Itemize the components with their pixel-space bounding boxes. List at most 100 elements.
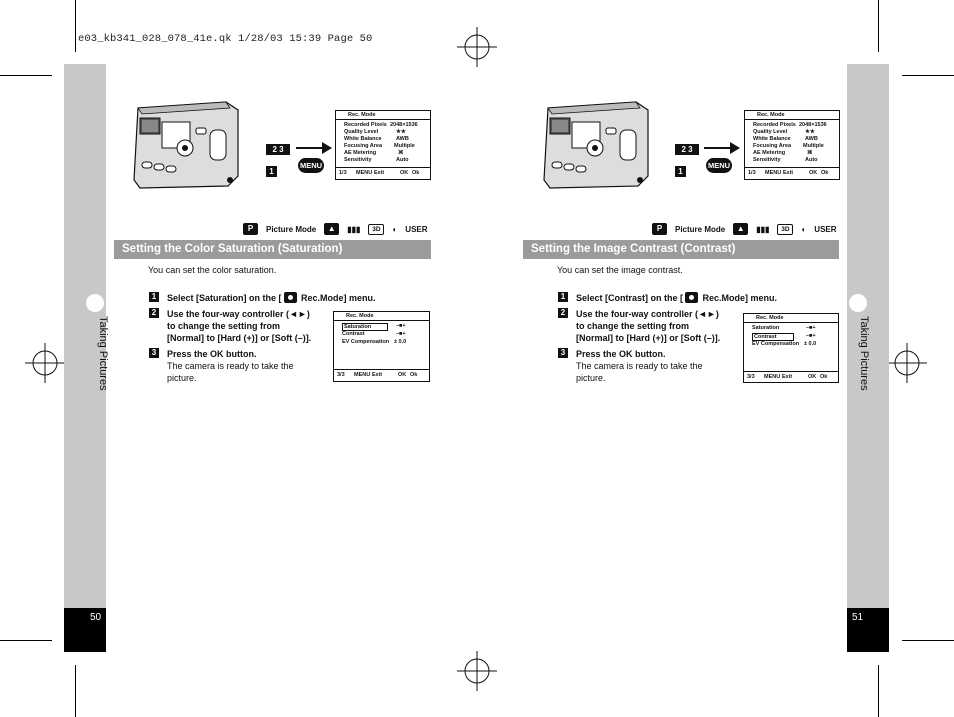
intro-text: You can set the color saturation. xyxy=(148,265,277,275)
step-number: 2 xyxy=(558,308,568,318)
lcd-row-value: ± 0.0 xyxy=(804,341,817,347)
lcd-page: 3/3 xyxy=(337,372,345,378)
lcd-exit: Exit xyxy=(783,170,794,176)
menu-button-icon: MENU xyxy=(298,158,324,173)
section-title: Setting the Color Saturation (Saturation… xyxy=(114,240,431,259)
lcd-row-label: Contrast xyxy=(342,331,365,337)
lcd-ok: Ok xyxy=(412,170,420,176)
page-number-block xyxy=(847,608,889,652)
lcd-divider xyxy=(745,119,839,120)
lcd-exit: Exit xyxy=(372,372,383,378)
lcd-row-label: Quality Level xyxy=(753,129,788,135)
program-mode-icon: P xyxy=(243,223,258,235)
lcd-row-label: Sensitivity xyxy=(753,157,781,163)
lcd-row-label: Saturation xyxy=(752,325,780,331)
movie-mode-icon: ▮▮▮ xyxy=(756,224,770,234)
lcd-row-label: EV Compensation xyxy=(342,339,390,345)
lcd-divider xyxy=(334,320,429,321)
3d-mode-icon: 3D xyxy=(777,223,794,235)
page-number: 50 xyxy=(90,612,102,623)
camera-icon xyxy=(685,292,699,303)
lcd-row-label: White Balance xyxy=(753,136,791,142)
lcd-row-label: EV Compensation xyxy=(752,341,800,347)
picture-mode-label: Picture Mode xyxy=(266,224,317,234)
step-1-text: Select [Contrast] on the [ Rec.Mode] men… xyxy=(576,292,778,303)
tab-circle xyxy=(849,294,867,312)
intro-text: You can set the image contrast. xyxy=(557,265,683,275)
lcd-row-value: –■+ xyxy=(396,323,406,329)
lcd-menu-key: MENU xyxy=(354,372,371,378)
lcd-menu-key: MENU xyxy=(765,170,782,176)
lcd-row-value: 2048×1536 xyxy=(799,122,827,128)
lcd-divider xyxy=(334,369,429,370)
crop-mark xyxy=(878,0,879,52)
applicable-modes: P Picture Mode ▲ ▮▮▮ 3D ◐ USER xyxy=(243,221,428,237)
user-mode-icon: USER xyxy=(405,224,428,234)
lcd-page: 3/3 xyxy=(747,374,755,380)
arrow-right-icon xyxy=(296,142,332,154)
section-title: Setting the Image Contrast (Contrast) xyxy=(523,240,839,259)
crop-mark xyxy=(75,665,76,717)
lcd-ok: Ok xyxy=(821,170,829,176)
camera-back-illustration xyxy=(133,101,239,189)
registration-mark-icon xyxy=(887,343,927,383)
callout-steps-2-3: 2 3 xyxy=(266,144,290,155)
user-mode-icon: USER xyxy=(814,224,837,234)
lcd-row-value: AWB xyxy=(805,136,818,142)
lcd-exit: Exit xyxy=(374,170,385,176)
callout-step-1: 1 xyxy=(266,166,277,177)
callout-step-1: 1 xyxy=(675,166,686,177)
crop-mark xyxy=(0,75,52,76)
lcd-row-label: White Balance xyxy=(344,136,382,142)
digital-filter-icon: ◐ xyxy=(392,224,398,234)
lcd-row-label: Contrast xyxy=(752,333,794,341)
lcd-row-label: Recorded Pixels xyxy=(753,122,796,128)
movie-mode-icon: ▮▮▮ xyxy=(347,224,361,234)
lcd-ok-icon: OK xyxy=(809,170,818,176)
step-number: 1 xyxy=(558,292,568,302)
lcd-tab: Rec. Mode xyxy=(348,112,376,118)
lcd-row-value: Multiple xyxy=(394,143,415,149)
lcd-row-value: –■+ xyxy=(806,333,816,339)
lcd-row-value: ★★ xyxy=(396,129,406,135)
lcd-rec-mode-page-3: Rec. Mode Saturation –■+ Contrast –■+ EV… xyxy=(743,313,839,383)
lcd-divider xyxy=(744,371,838,372)
scene-mode-icon: ▲ xyxy=(733,223,749,235)
lcd-rec-mode-page-1: Rec. Mode Recorded Pixels 2048×1536 Qual… xyxy=(335,110,431,180)
camera-icon xyxy=(283,292,297,303)
lcd-row-value: Multiple xyxy=(803,143,824,149)
digital-filter-icon: ◐ xyxy=(801,224,807,234)
crop-mark xyxy=(902,75,954,76)
menu-button-icon: MENU xyxy=(706,158,732,173)
step-1-text: Select [Saturation] on the [ Rec.Mode] m… xyxy=(167,292,376,303)
lcd-row-value: ± 0.0 xyxy=(394,339,407,345)
lcd-divider xyxy=(336,119,430,120)
lcd-row-label: Quality Level xyxy=(344,129,379,135)
lcd-tab: Rec. Mode xyxy=(756,315,784,321)
step-2-text: Use the four-way controller (◄►) to chan… xyxy=(167,309,312,343)
lcd-ok: Ok xyxy=(410,372,418,378)
lcd-row-value: AWB xyxy=(396,136,409,142)
step-3-text: Press the OK button. The camera is ready… xyxy=(167,349,294,383)
registration-mark-icon xyxy=(25,343,65,383)
lcd-tab: Rec. Mode xyxy=(757,112,785,118)
lcd-row-value: ⌘ xyxy=(807,150,813,156)
lcd-ok-icon: OK xyxy=(808,374,817,380)
side-tab-right xyxy=(847,64,889,652)
lcd-rec-mode-page-3: Rec. Mode Saturation –■+ Contrast –■+ EV… xyxy=(333,311,430,382)
lcd-row-label: AE Metering xyxy=(344,150,377,156)
step-number: 1 xyxy=(149,292,159,302)
lcd-row-value: Auto xyxy=(805,157,818,163)
crop-mark xyxy=(75,0,76,52)
lcd-row-label: Focusing Area xyxy=(344,143,382,149)
crop-mark xyxy=(0,640,52,641)
picture-mode-label: Picture Mode xyxy=(675,224,726,234)
side-tab-left xyxy=(64,64,106,652)
scene-mode-icon: ▲ xyxy=(324,223,340,235)
crop-mark xyxy=(902,640,954,641)
lcd-row-value: 2048×1536 xyxy=(390,122,418,128)
step-number: 3 xyxy=(558,348,568,358)
step-2-text: Use the four-way controller (◄►) to chan… xyxy=(576,309,721,343)
lcd-menu-key: MENU xyxy=(764,374,781,380)
lcd-ok-icon: OK xyxy=(400,170,409,176)
